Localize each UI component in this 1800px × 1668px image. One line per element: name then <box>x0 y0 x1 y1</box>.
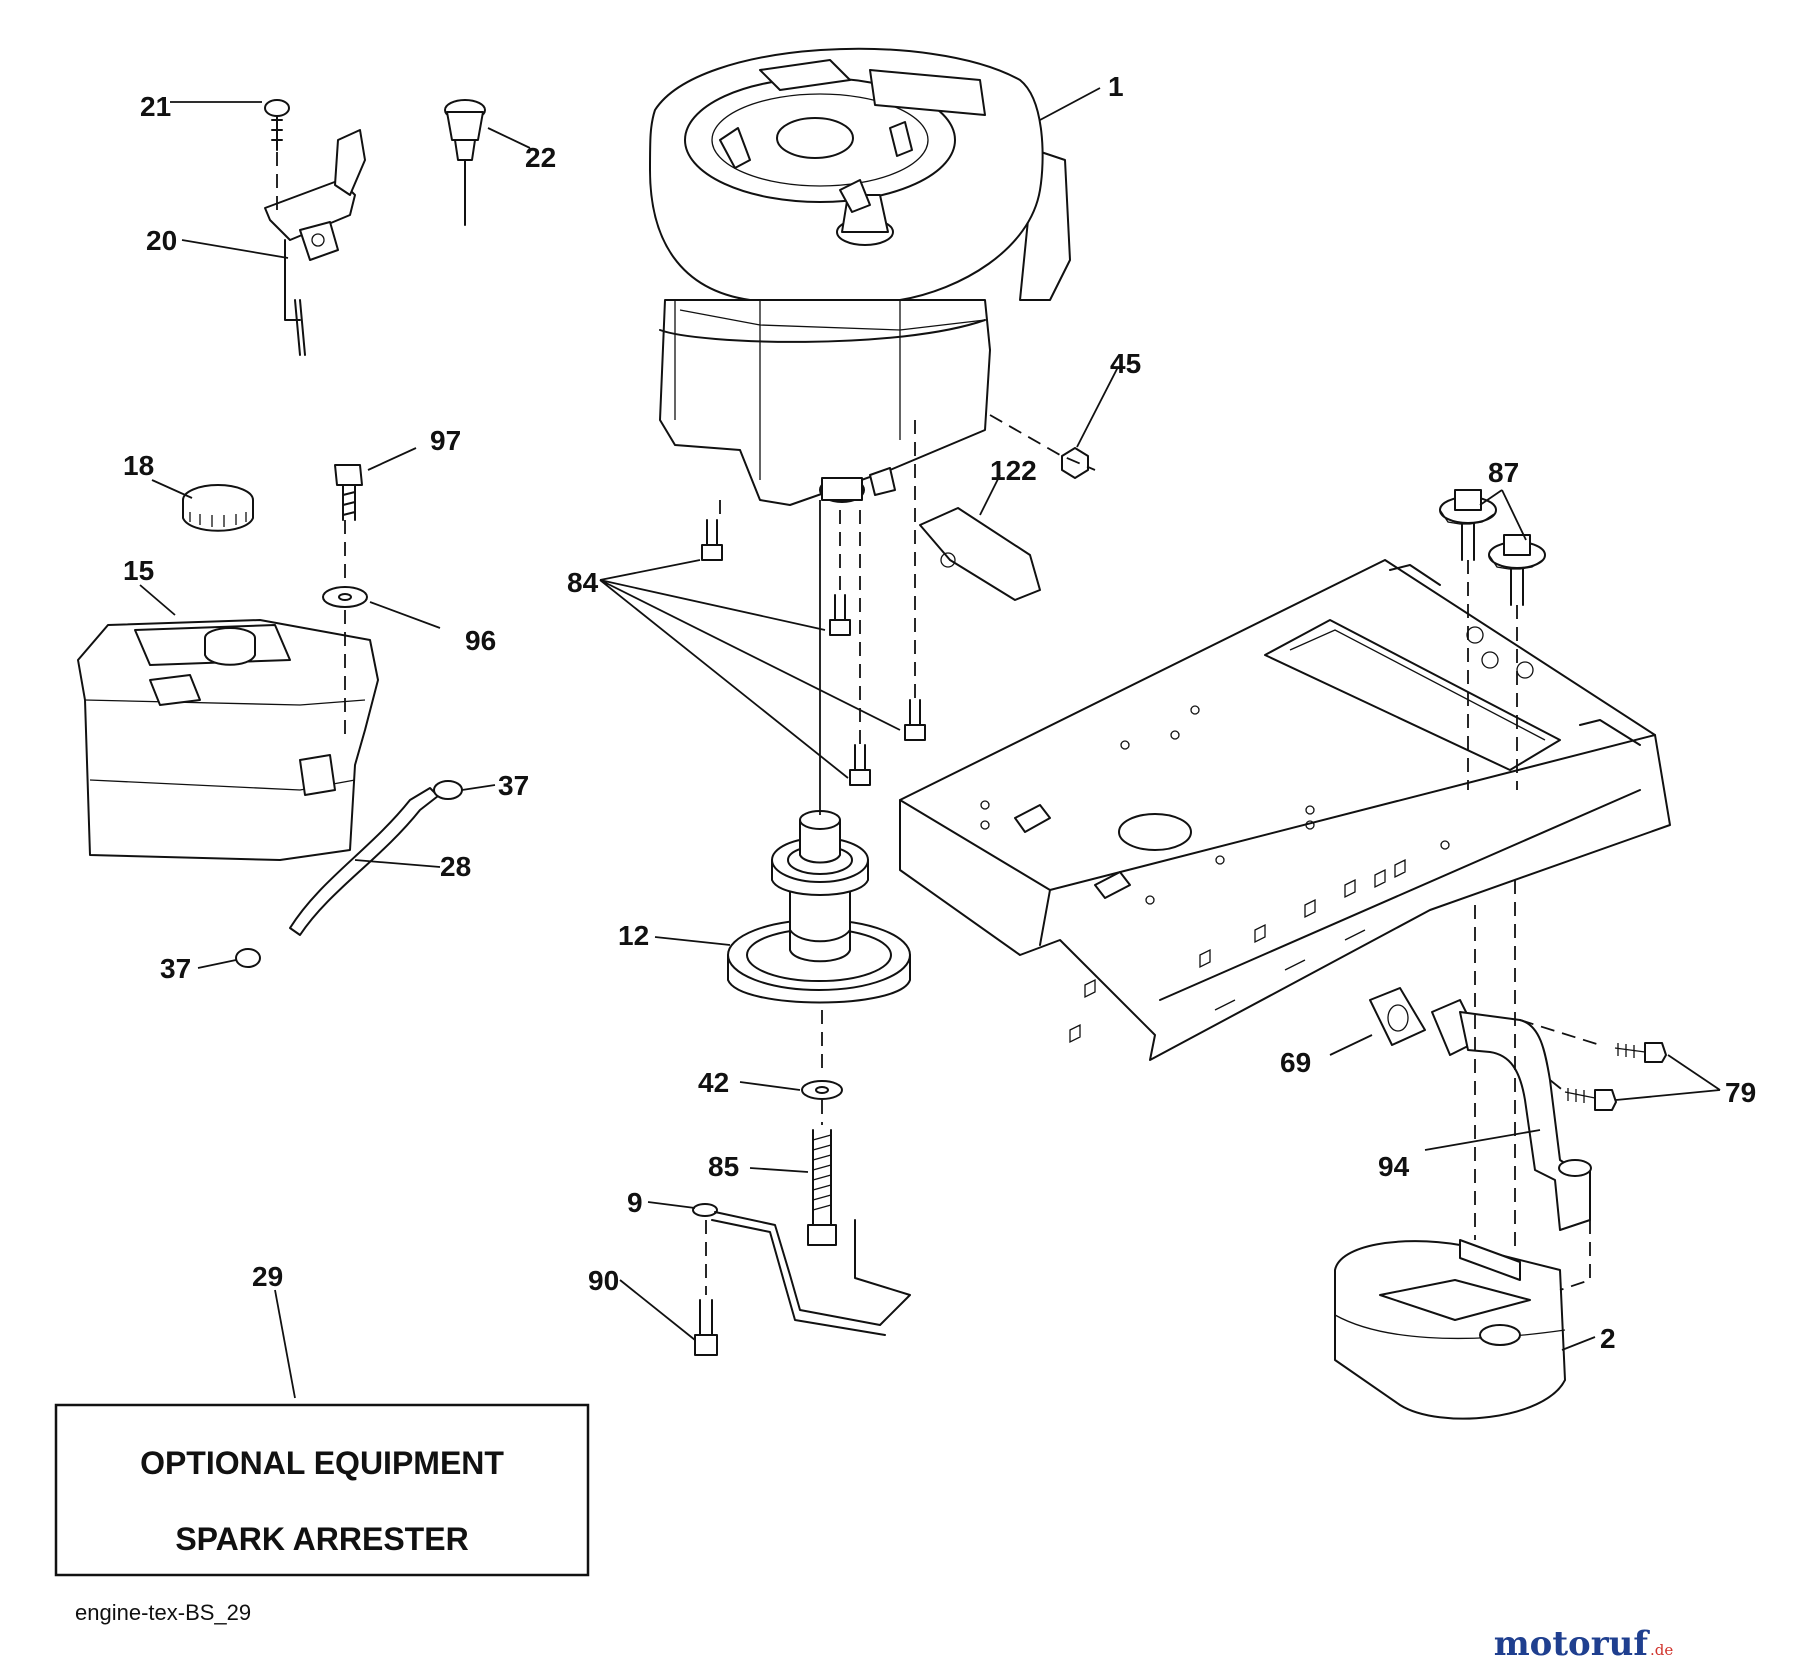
callout-9: 9 <box>627 1187 643 1218</box>
engine-pulley <box>727 810 911 1004</box>
fuel-tank <box>77 619 379 861</box>
exhaust-screws <box>1564 1042 1667 1111</box>
callout-1: 1 <box>1108 71 1124 102</box>
washer-42 <box>801 1080 843 1100</box>
callout-79: 79 <box>1725 1077 1756 1108</box>
engine <box>649 47 1071 506</box>
washer-96 <box>322 586 368 608</box>
muffler <box>1334 1239 1566 1420</box>
engine-bolts <box>701 519 926 786</box>
callout-45: 45 <box>1110 348 1141 379</box>
debris-shield <box>919 507 1041 601</box>
diagram-caption: engine-tex-BS_29 <box>75 1600 251 1625</box>
bolt-97 <box>334 464 363 521</box>
gasket-69 <box>1369 987 1426 1046</box>
hose-clamp-upper <box>433 780 463 800</box>
callout-87: 87 <box>1488 457 1519 488</box>
optional-equipment-box: OPTIONAL EQUIPMENT SPARK ARRESTER <box>54 1403 590 1577</box>
bracket-9 <box>692 1203 911 1336</box>
callout-20: 20 <box>146 225 177 256</box>
callout-97: 97 <box>430 425 461 456</box>
flange-bolts <box>1439 489 1546 606</box>
callout-22: 22 <box>525 142 556 173</box>
callout-90: 90 <box>588 1265 619 1296</box>
choke-knob <box>444 99 486 226</box>
callout-29: 29 <box>252 1261 283 1292</box>
callout-2: 2 <box>1600 1323 1616 1354</box>
exhaust-pipe <box>1431 999 1592 1231</box>
callout-85: 85 <box>708 1151 739 1182</box>
watermark-tld: .de <box>1650 1641 1673 1659</box>
bolt-85 <box>807 1129 837 1246</box>
callout-69: 69 <box>1280 1047 1311 1078</box>
optional-equipment-label: OPTIONAL EQUIPMENT <box>140 1445 504 1481</box>
hose-clamp-lower <box>235 948 261 968</box>
fuel-cap <box>182 484 254 532</box>
nut-45 <box>1061 447 1089 479</box>
callout-12: 12 <box>618 920 649 951</box>
watermark-main: motoruf <box>1494 1624 1651 1664</box>
callout-94: 94 <box>1378 1151 1410 1182</box>
callout-15: 15 <box>123 555 154 586</box>
callout-42: 42 <box>698 1067 729 1098</box>
leader-lines <box>139 87 1721 1399</box>
callout-84: 84 <box>567 567 599 598</box>
callout-96: 96 <box>465 625 496 656</box>
callout-28: 28 <box>440 851 471 882</box>
callout-37-upper: 37 <box>498 770 529 801</box>
watermark-logo: motoruf .de <box>1494 1624 1674 1664</box>
bolt-90 <box>694 1299 718 1356</box>
spark-arrester-label: SPARK ARRESTER <box>175 1521 468 1557</box>
callout-labels: 1 21 22 20 45 97 122 18 15 84 87 96 37 2… <box>123 71 1756 1354</box>
chassis-plate <box>899 559 1671 1061</box>
callout-122: 122 <box>990 455 1037 486</box>
callout-21: 21 <box>140 91 171 122</box>
throttle-control <box>264 99 366 356</box>
assembly-lines <box>276 152 1601 1295</box>
callout-37-lower: 37 <box>160 953 191 984</box>
callout-18: 18 <box>123 450 154 481</box>
